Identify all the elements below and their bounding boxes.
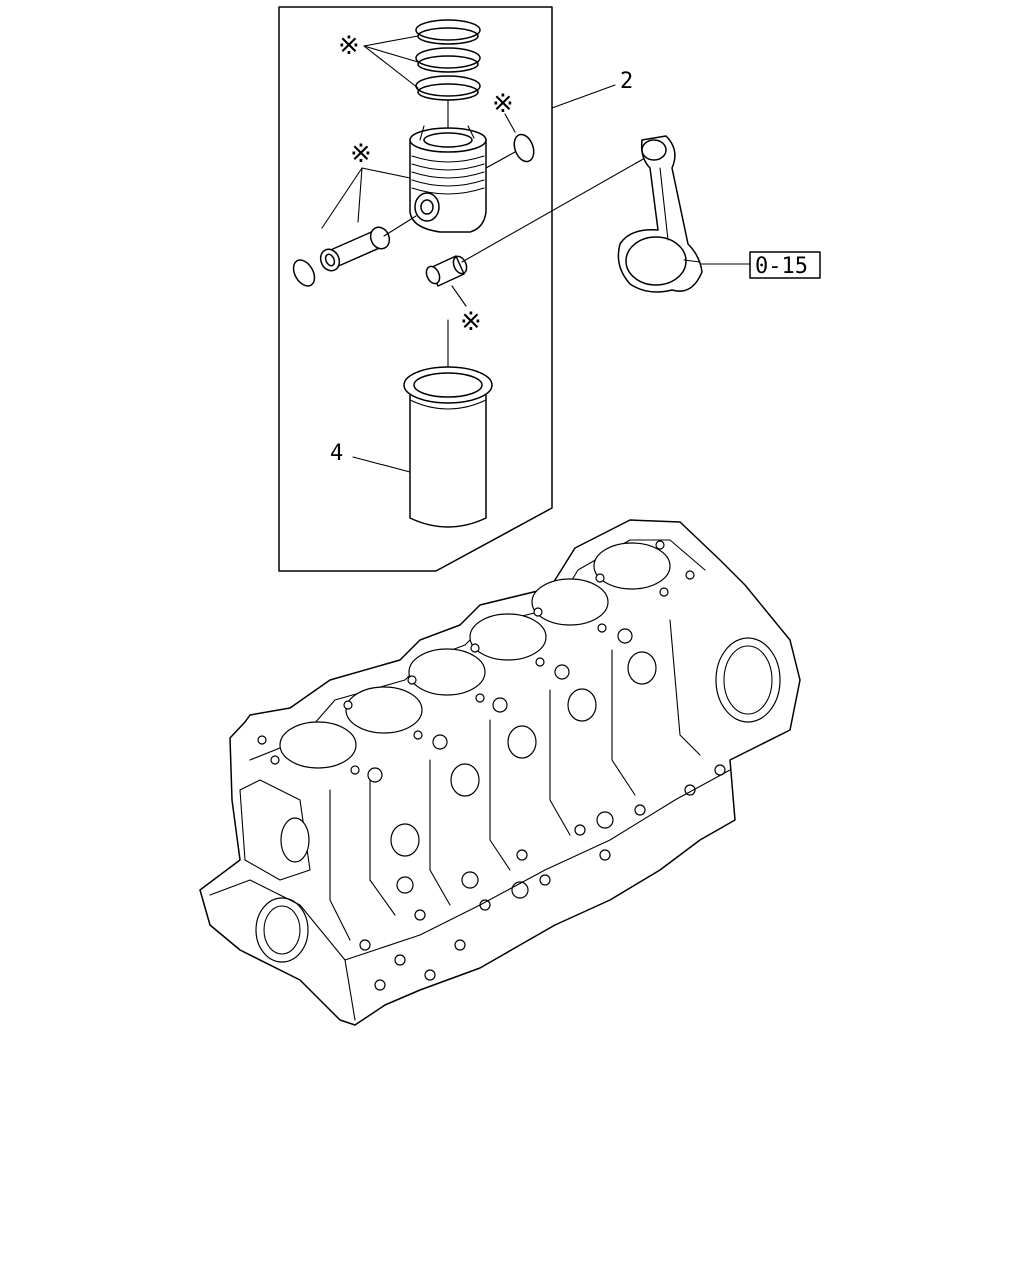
piston-pin — [319, 226, 391, 272]
assembly-frame — [278, 6, 553, 572]
mark-bushing: ※ — [460, 307, 482, 337]
mark-pin-snap-ring: ※ — [350, 139, 372, 169]
piston-rings — [415, 19, 481, 101]
callout-4-leader — [352, 456, 411, 473]
connecting-rod — [617, 135, 703, 293]
mark-snap-ring-right: ※ — [492, 89, 514, 119]
callout-2-label: 2 — [620, 69, 633, 94]
snap-ring-right — [513, 133, 535, 163]
rod-ref-box — [749, 251, 821, 279]
snap-ring-left — [292, 259, 316, 287]
pin-to-piston-line — [383, 215, 417, 237]
deck-holes — [257, 540, 695, 783]
bushing-to-rod-line — [461, 157, 646, 263]
rod-ref-label: 0-15 — [755, 254, 808, 279]
piston — [409, 125, 487, 233]
mark-piston-rings: ※ — [338, 31, 360, 61]
piston-rings-leaders — [363, 35, 419, 89]
bottom-bosses — [359, 764, 726, 991]
snap-ring-right-leader — [504, 113, 516, 133]
callout-2-leader — [551, 84, 616, 109]
pin-leaders — [321, 167, 411, 229]
cylinder-block — [199, 519, 801, 1026]
cylinder-liner — [403, 366, 493, 528]
bushing-leader — [451, 285, 467, 307]
snap-ring-right-to-piston — [485, 151, 516, 169]
small-end-bushing — [425, 255, 468, 287]
callout-4-label: 4 — [330, 441, 343, 466]
